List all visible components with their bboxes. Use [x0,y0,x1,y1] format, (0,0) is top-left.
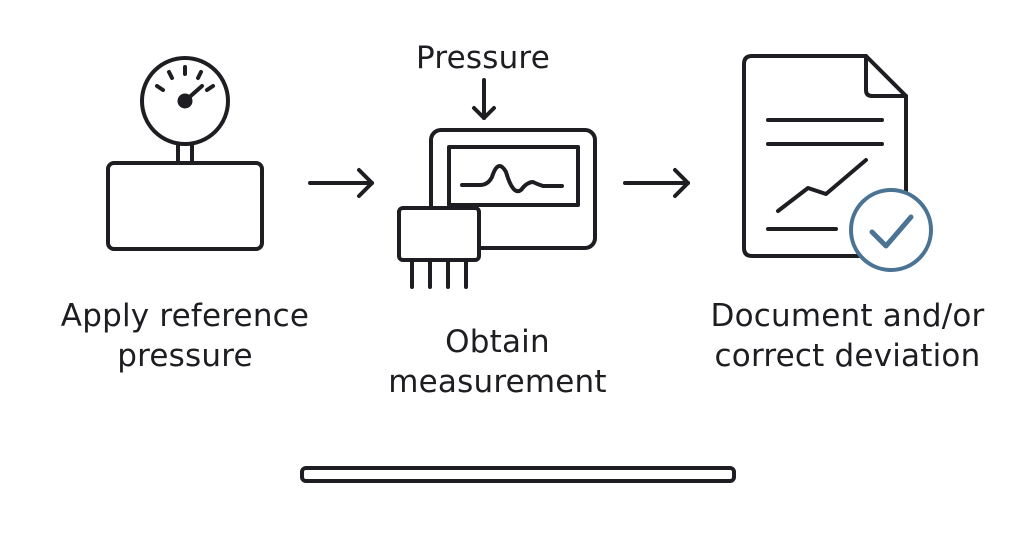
step-2-label-line-1: Obtain [445,324,550,360]
pressure-input-arrow [472,78,496,120]
step-3-label-line-1: Document and/or [710,298,985,334]
flow-arrow-1 [308,168,374,198]
step-1-label-line-2: pressure [117,338,253,374]
baseline-bar [300,466,736,483]
step-1-label: Apply reference pressure [30,296,340,376]
check-badge-icon [849,188,933,272]
flow-arrow-2 [623,168,690,198]
step-3-label-line-2: correct deviation [714,338,981,374]
step-3-label: Document and/or correct deviation [680,296,1015,376]
step-1-label-line-1: Apply reference [60,298,310,334]
pressure-sensor-icon [397,128,597,289]
step-2-label-line-2: measurement [388,364,607,400]
pressure-gauge-icon [106,56,264,251]
step-2-label: Obtain measurement [345,322,650,402]
pressure-input-label: Pressure [416,40,550,76]
